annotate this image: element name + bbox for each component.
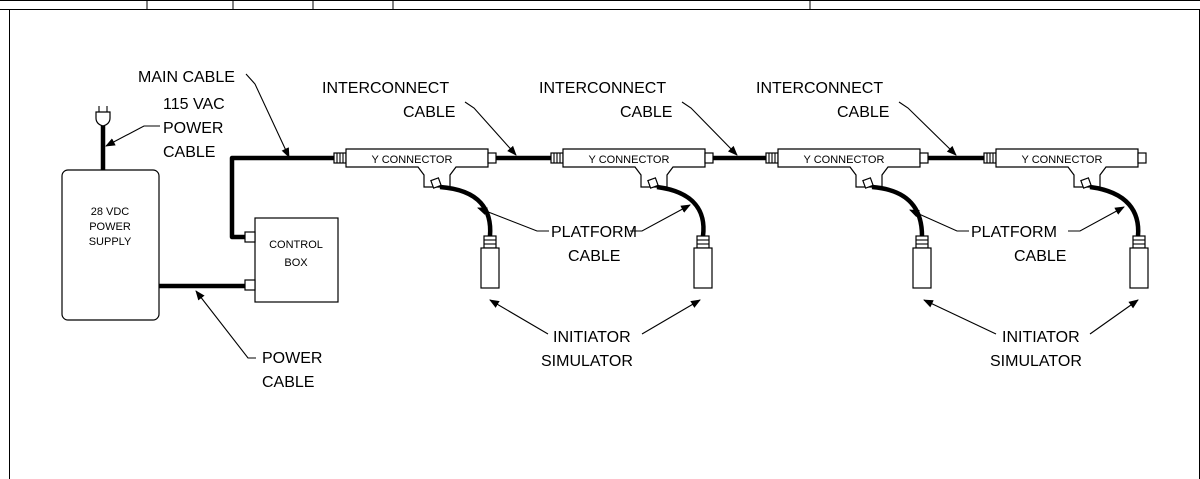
control-box-label-2: BOX — [284, 257, 308, 269]
interconnect-label-3b: CABLE — [837, 104, 889, 121]
platform-cable-2 — [656, 184, 706, 237]
power-cable-label-2: CABLE — [262, 374, 314, 391]
platform-cable-3 — [871, 184, 925, 237]
platform-label-1a: PLATFORM — [551, 224, 637, 241]
initiator-pointer-4 — [1089, 299, 1139, 335]
interconnect-pointer-3 — [898, 101, 957, 156]
platform-pointer-1 — [477, 207, 549, 232]
interconnect-label-2a: INTERCONNECT — [539, 80, 666, 97]
initiator-label-2a: INITIATOR — [1002, 329, 1080, 346]
platform-pointer-2 — [630, 204, 691, 232]
platform-cable-4 — [1089, 184, 1141, 237]
power-supply-label-3: SUPPLY — [89, 236, 132, 248]
interconnect-pointer-1 — [464, 101, 517, 156]
platform-cable-1 — [439, 184, 493, 237]
initiator-simulator-4 — [1129, 235, 1149, 289]
platform-pointer-3 — [909, 209, 969, 232]
initiator-pointer-3 — [923, 299, 997, 335]
y-connector-3-label: Y CONNECTOR — [804, 154, 885, 166]
ac-power-label-1: 115 VAC — [163, 96, 225, 113]
initiator-pointer-2 — [641, 299, 701, 335]
power-supply-label-2: POWER — [89, 221, 131, 233]
initiator-pointer-1 — [489, 299, 549, 335]
ac-plug-icon — [95, 106, 111, 127]
power-supply-box — [61, 169, 160, 321]
interconnect-label-1b: CABLE — [403, 104, 455, 121]
power-supply-label-1: 28 VDC — [91, 206, 130, 218]
control-box-port-top — [244, 231, 256, 243]
main-cable-pointer — [245, 73, 290, 158]
y-connector-1-label: Y CONNECTOR — [372, 154, 453, 166]
interconnect-pointer-2 — [681, 101, 738, 156]
initiator-simulator-1 — [480, 235, 500, 289]
ac-power-label-3: CABLE — [163, 144, 215, 161]
initiator-label-1a: INITIATOR — [553, 329, 631, 346]
control-box-port-bottom — [244, 279, 256, 291]
control-box-label-1: CONTROL — [269, 239, 323, 251]
initiator-simulator-3 — [912, 235, 932, 289]
interconnect-label-1a: INTERCONNECT — [322, 80, 449, 97]
interconnect-label-2b: CABLE — [620, 104, 672, 121]
initiator-simulator-2 — [693, 235, 713, 289]
y-connector-4-label: Y CONNECTOR — [1022, 154, 1103, 166]
main-cable-label: MAIN CABLE — [138, 69, 235, 86]
platform-label-1b: CABLE — [568, 248, 620, 265]
control-box — [254, 217, 339, 303]
platform-pointer-4 — [1068, 206, 1125, 232]
initiator-label-2b: SIMULATOR — [990, 353, 1082, 370]
interconnect-label-3a: INTERCONNECT — [756, 80, 883, 97]
main-cable — [229, 155, 334, 240]
y-connector-2-label: Y CONNECTOR — [589, 154, 670, 166]
platform-label-2b: CABLE — [1014, 248, 1066, 265]
ac-power-pointer — [105, 125, 160, 147]
ac-power-label-2: POWER — [163, 120, 223, 137]
power-cable-label-1: POWER — [262, 350, 322, 367]
platform-label-2a: PLATFORM — [971, 224, 1057, 241]
power-cable-pointer — [195, 290, 256, 359]
initiator-label-1b: SIMULATOR — [541, 353, 633, 370]
